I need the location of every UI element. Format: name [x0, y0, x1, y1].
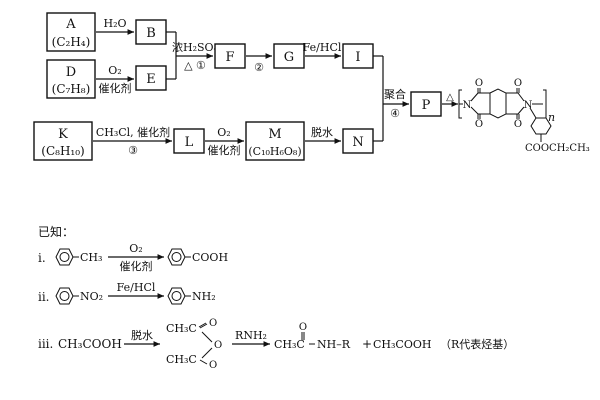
carbonyl-o-3: O	[514, 78, 522, 89]
compound-p-box: P	[410, 91, 442, 117]
known-i-start-sub: CH₃	[80, 251, 102, 264]
carbonyl-o-1: O	[475, 78, 483, 89]
compound-k-box: K (C₈H₁₀)	[33, 121, 93, 161]
compound-m-formula: (C₁₀H₆O₈)	[248, 145, 301, 158]
compound-k-letter: K	[58, 127, 68, 142]
known-ii-start-sub: NO₂	[80, 290, 103, 303]
known-iii-plus: +	[362, 337, 372, 351]
step-1-label: △ ①	[184, 59, 206, 72]
anhydride-o-top: O	[209, 318, 217, 329]
compound-e-letter: E	[146, 72, 156, 87]
compound-i-letter: I	[355, 50, 360, 65]
compound-b-box: B	[135, 19, 167, 45]
known-ii-end-sub: NH₂	[192, 290, 216, 303]
anhydride-top: CH₃C	[166, 322, 197, 335]
imide-n-left: N	[463, 100, 472, 111]
compound-g-box: G	[273, 43, 305, 69]
reagent-oxygen-1: O₂	[108, 64, 121, 77]
benzene-ring-icon	[167, 287, 186, 305]
step-3-label: ③	[128, 144, 138, 157]
anhydride-o-bottom: O	[209, 360, 217, 371]
imide-n-right: N	[524, 100, 533, 111]
compound-m-box: M (C₁₀H₆O₈)	[245, 121, 305, 161]
amide-o: O	[299, 322, 307, 333]
compound-d-letter: D	[66, 65, 76, 80]
reagent-methyl-chloride: CH₃Cl, 催化剂	[96, 125, 170, 139]
reagent-dehydration-1: 脱水	[311, 125, 333, 139]
compound-k-formula: (C₈H₁₀)	[41, 144, 84, 158]
known-title: 已知：	[38, 225, 74, 239]
benzene-ring-icon	[167, 248, 186, 266]
anhydride-o-bridge: O	[214, 340, 222, 351]
compound-l-box: L	[173, 128, 205, 154]
carbonyl-o-2: O	[475, 119, 483, 130]
known-iii-reactant: CH₃COOH	[58, 337, 122, 351]
reagent-conc-sulfuric: 浓H₂SO₄	[172, 41, 219, 54]
known-i-reagent-top: O₂	[129, 242, 142, 255]
compound-i-box: I	[342, 43, 374, 69]
compound-a-letter: A	[65, 17, 76, 32]
compound-m-letter: M	[268, 127, 281, 142]
carbonyl-o-4: O	[514, 119, 522, 130]
step-4-label: ④	[390, 107, 400, 120]
compound-g-letter: G	[284, 50, 294, 65]
polymer-subscript-n: n	[548, 111, 555, 124]
step-2-label: ②	[254, 61, 264, 74]
compound-n-letter: N	[352, 135, 363, 150]
known-i-end-sub: COOH	[192, 251, 228, 264]
compound-a-formula: (C₂H₄)	[52, 35, 91, 49]
benzene-ring-icon	[55, 287, 74, 305]
known-iii-product-left: CH₃C	[274, 338, 305, 351]
reagent-polymerize: 聚合	[384, 87, 406, 101]
heat-symbol: △	[446, 92, 454, 103]
known-i-reagent-bottom: 催化剂	[120, 259, 153, 273]
compound-e-box: E	[135, 65, 167, 91]
compound-d-formula: (C₇H₈)	[52, 82, 91, 96]
polymer-structure: n N O O O O N COOCH₂CH₃	[458, 78, 590, 154]
known-iii-byproduct: CH₃COOH	[373, 338, 431, 351]
reagent-fe-hcl: Fe/HCl	[303, 41, 342, 54]
known-ii-label: ii.	[38, 290, 50, 304]
compound-l-letter: L	[185, 135, 194, 150]
known-i-label: i.	[38, 251, 46, 265]
anhydride-bottom: CH₃C	[166, 353, 197, 366]
known-ii-reagent: Fe/HCl	[117, 281, 156, 294]
reagent-oxygen-2: O₂	[217, 126, 230, 139]
compound-a-box: A (C₂H₄)	[46, 12, 96, 52]
compound-n-box: N	[342, 128, 374, 154]
compound-f-box: F	[214, 43, 246, 69]
benzene-ring-icon	[55, 248, 74, 266]
compound-b-letter: B	[146, 26, 156, 41]
known-iii-amine: RNH₂	[235, 329, 267, 342]
anhydride-structure: CH₃C CH₃C O O O	[166, 318, 222, 371]
compound-f-letter: F	[225, 50, 234, 65]
reagent-catalyst-2: 催化剂	[208, 143, 241, 157]
compound-d-box: D (C₇H₈)	[46, 59, 96, 99]
ester-group: COOCH₂CH₃	[525, 143, 590, 154]
known-iii-label: iii.	[38, 337, 53, 351]
reagent-catalyst-1: 催化剂	[99, 81, 132, 95]
reagent-water: H₂O	[103, 17, 126, 30]
known-iii-dehydrate: 脱水	[131, 328, 153, 342]
known-iii-product-right: NH–R	[317, 338, 351, 351]
compound-p-letter: P	[422, 98, 431, 113]
known-iii-note: （R代表烃基）	[440, 337, 514, 351]
